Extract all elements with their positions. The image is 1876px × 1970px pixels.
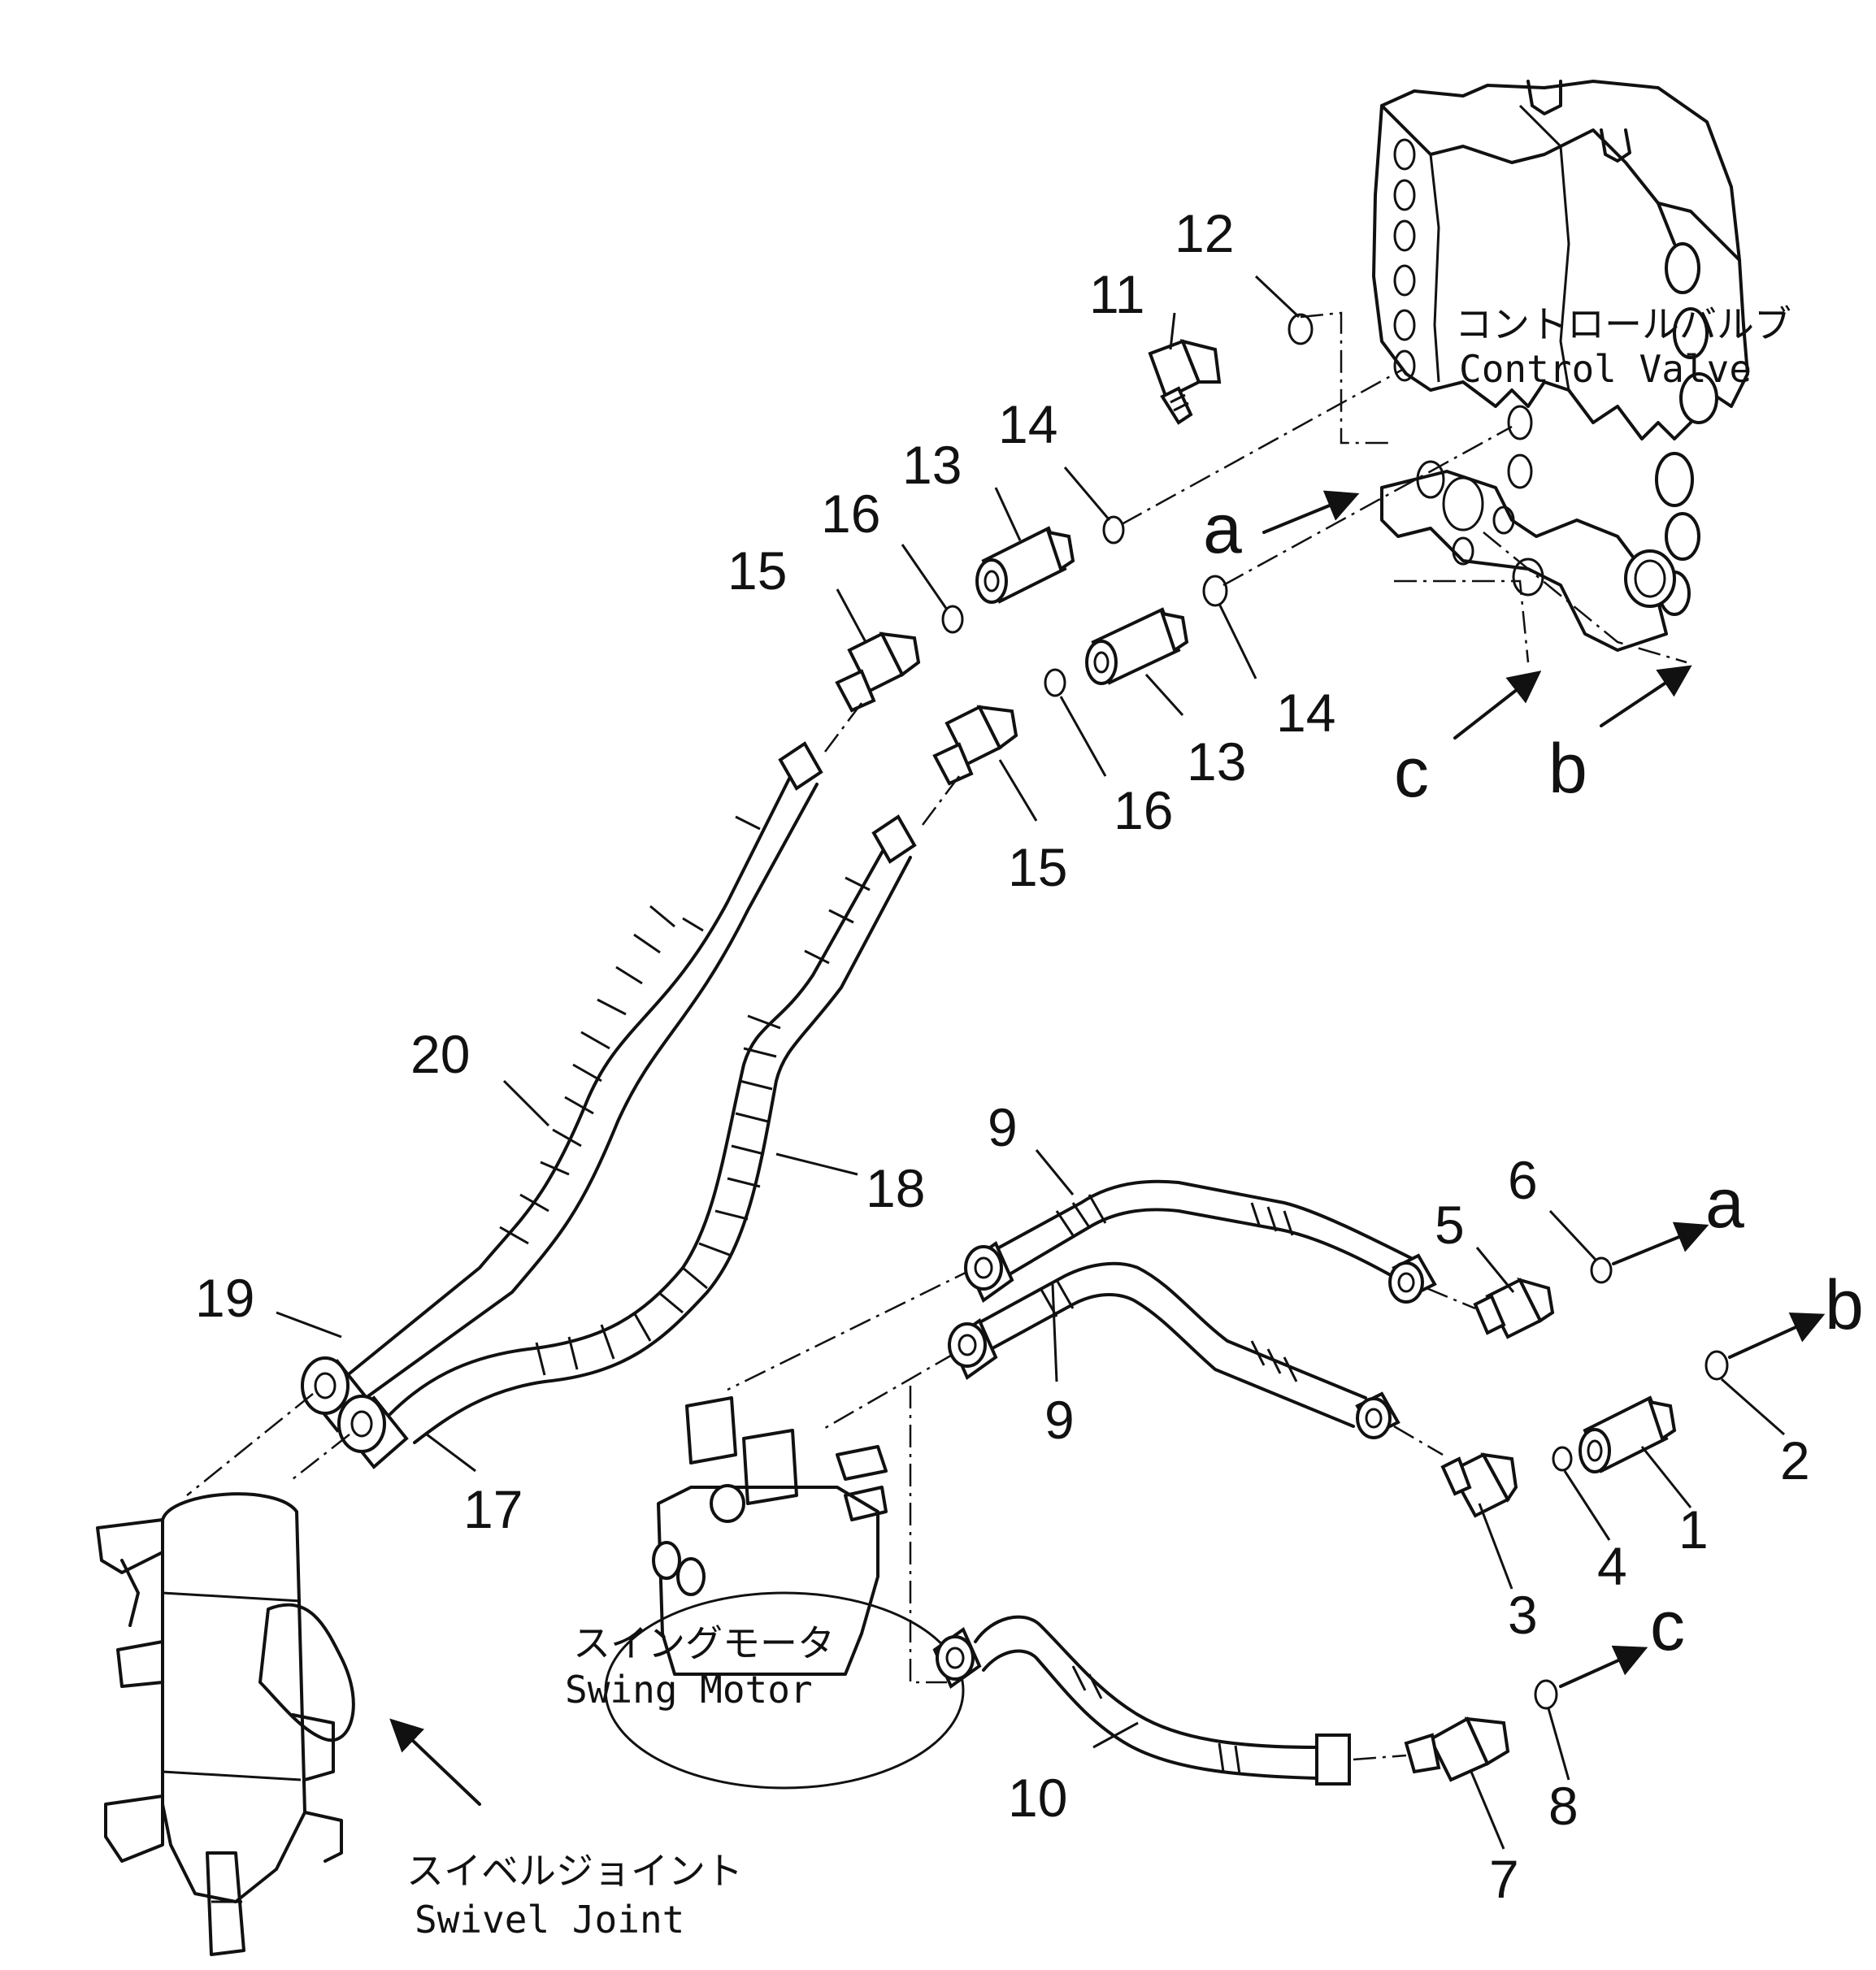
callout-14-upper: 14: [998, 394, 1057, 454]
o-ring-14-lower: [1202, 575, 1228, 607]
swivel-joint-label-en: Swivel Joint: [415, 1898, 684, 1942]
arrow-b-right: [1728, 1313, 1826, 1359]
callout-11: 11: [1089, 264, 1145, 324]
arrow-c-right: [1559, 1645, 1648, 1688]
arrow-a-right: [1612, 1221, 1709, 1265]
connector-13-upper: [975, 526, 1075, 604]
callout-18: 18: [866, 1158, 925, 1218]
o-ring-14-upper: [1102, 515, 1125, 545]
swing-motor-label-en: Swing Motor: [565, 1668, 813, 1712]
swivel-joint-body: [96, 1492, 355, 1956]
letter-c-valve: c: [1394, 734, 1429, 812]
hose-18: [337, 814, 917, 1469]
callout-13-upper: 13: [902, 435, 962, 495]
callout-16-upper: 16: [821, 484, 880, 544]
leader-3: [1393, 1425, 1444, 1456]
control-valve-label-en: Control Valve: [1459, 347, 1752, 391]
swing-motor-body: [604, 1396, 965, 1790]
leader-15-upper: [824, 702, 862, 753]
callout-5: 5: [1435, 1195, 1465, 1255]
leader-17: [292, 1434, 350, 1480]
arrow-swivel: [389, 1718, 481, 1806]
leader-7: [1353, 1754, 1407, 1761]
leader-14-upper: [1121, 368, 1403, 526]
elbow-15-lower: [932, 705, 1018, 786]
callout-14-lower: 14: [1276, 683, 1335, 743]
o-ring-12: [1288, 313, 1314, 345]
leader-c-valve: [1394, 579, 1530, 663]
leader-14-lower: [1222, 425, 1513, 587]
leader-15-lower: [922, 775, 960, 826]
callout-12: 12: [1175, 203, 1234, 263]
o-ring-6: [1590, 1256, 1613, 1284]
o-ring-2: [1704, 1350, 1729, 1381]
callout-20: 20: [410, 1024, 470, 1084]
callout-15-lower: 15: [1008, 837, 1067, 897]
control-valve-label-jp: コントロールバルブ: [1455, 302, 1791, 346]
elbow-7: [1404, 1716, 1510, 1782]
callout-15-upper: 15: [727, 540, 787, 601]
elbow-3: [1440, 1452, 1518, 1518]
leader-10: [909, 1386, 947, 1684]
callout-8: 8: [1548, 1776, 1579, 1836]
callout-9-upper: 9: [988, 1097, 1018, 1157]
callout-17: 17: [463, 1479, 523, 1539]
leader-19: [186, 1393, 314, 1496]
o-ring-8: [1534, 1679, 1558, 1710]
leader-b-valve: [1483, 532, 1687, 664]
arrow-c-valve: [1453, 670, 1542, 740]
leader-9-upper: [727, 1266, 976, 1391]
elbow-15-upper: [835, 631, 921, 713]
leader-5: [1426, 1287, 1476, 1310]
callout-6: 6: [1508, 1150, 1538, 1210]
hose-20: [301, 741, 823, 1433]
callout-13-lower: 13: [1187, 731, 1246, 792]
fitting-11: [1148, 339, 1222, 425]
o-ring-16-lower: [1044, 668, 1066, 697]
callout-7: 7: [1489, 1849, 1519, 1909]
hose-9-upper: [964, 1179, 1437, 1304]
leader-9-lower: [820, 1352, 956, 1432]
hose-9-lower: [948, 1261, 1400, 1439]
connector-1: [1579, 1395, 1677, 1473]
letter-c-right: c: [1650, 1587, 1685, 1665]
callout-lines: [276, 275, 1785, 1850]
arrow-b-valve: [1600, 665, 1692, 727]
swing-motor-label-jp: スイングモータ: [573, 1621, 835, 1665]
elbow-5: [1473, 1277, 1555, 1339]
arrow-a-valve: [1262, 490, 1360, 534]
letter-a-right: a: [1705, 1165, 1744, 1243]
connector-13-lower: [1085, 607, 1189, 685]
o-ring-4: [1552, 1446, 1573, 1472]
letter-b-right: b: [1825, 1266, 1864, 1344]
callout-2: 2: [1780, 1430, 1810, 1491]
callout-4: 4: [1597, 1536, 1627, 1596]
control-valve-body: [1372, 80, 1749, 652]
callout-1: 1: [1678, 1499, 1709, 1560]
letter-b-valve: b: [1548, 730, 1587, 808]
letter-a-valve: a: [1203, 490, 1242, 568]
o-ring-16-upper: [941, 605, 964, 634]
callout-10: 10: [1008, 1768, 1067, 1828]
hose-10: [932, 1615, 1351, 1786]
leader-12: [1300, 311, 1392, 445]
callout-19: 19: [195, 1268, 254, 1328]
callout-3: 3: [1508, 1585, 1538, 1645]
swivel-joint-label-jp: スイベルジョイント: [406, 1849, 743, 1893]
callout-16-lower: 16: [1114, 780, 1173, 840]
callout-9-lower: 9: [1044, 1390, 1075, 1450]
